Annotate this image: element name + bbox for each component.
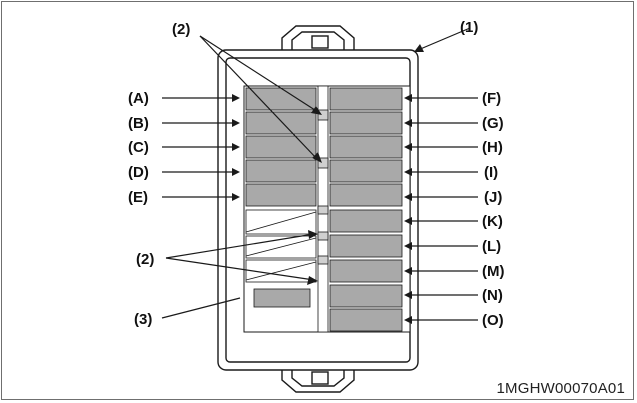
label-2-top: (2) [172,21,190,38]
label-1: (1) [460,19,478,36]
left-leader-lines [161,97,241,319]
fuse-L [329,234,403,258]
label-O: (O) [482,312,504,329]
label-L: (L) [482,238,501,255]
label-N: (N) [482,287,503,304]
fuse-F [329,87,403,111]
label-2-mid: (2) [136,251,154,268]
label-3: (3) [134,311,152,328]
label-2-top-arrowheads [311,106,322,163]
fuse-J [329,183,403,207]
fuse-A [245,87,317,111]
fuse-K [329,209,403,233]
right-leader-arrowheads [404,44,424,324]
label-C: (C) [128,139,149,156]
label-I: (I) [484,164,498,181]
left-leader-arrowheads [232,94,240,201]
label-D: (D) [128,164,149,181]
fuse-D [245,159,317,183]
label-E: (E) [128,189,148,206]
fuse-G [329,111,403,135]
label-2-mid-leaders [165,233,315,281]
right-fuse-group [329,87,403,332]
fuse-M [329,259,403,283]
fuse-B [245,111,317,135]
left-fuse-group [245,87,317,207]
fuse-I [329,159,403,183]
label-2-mid-arrowheads [307,230,318,285]
label-2-top-leaders [199,35,319,161]
fuse-O [329,308,403,332]
label-G: (G) [482,115,504,132]
fuse-C [245,135,317,159]
label-H: (H) [482,139,503,156]
label-B: (B) [128,115,149,132]
label-F: (F) [482,90,501,107]
label-M: (M) [482,263,505,280]
fuse-H [329,135,403,159]
label-A: (A) [128,90,149,107]
right-leader-lines [408,27,478,321]
label-J: (J) [484,189,502,206]
label-K: (K) [482,213,503,230]
spare-fuse [253,288,311,308]
fuse-N [329,284,403,308]
figure-code: 1MGHW00070A01 [496,380,625,397]
center-fuse-slots [317,109,329,265]
fuse-E [245,183,317,207]
left-empty-slots [245,209,317,283]
